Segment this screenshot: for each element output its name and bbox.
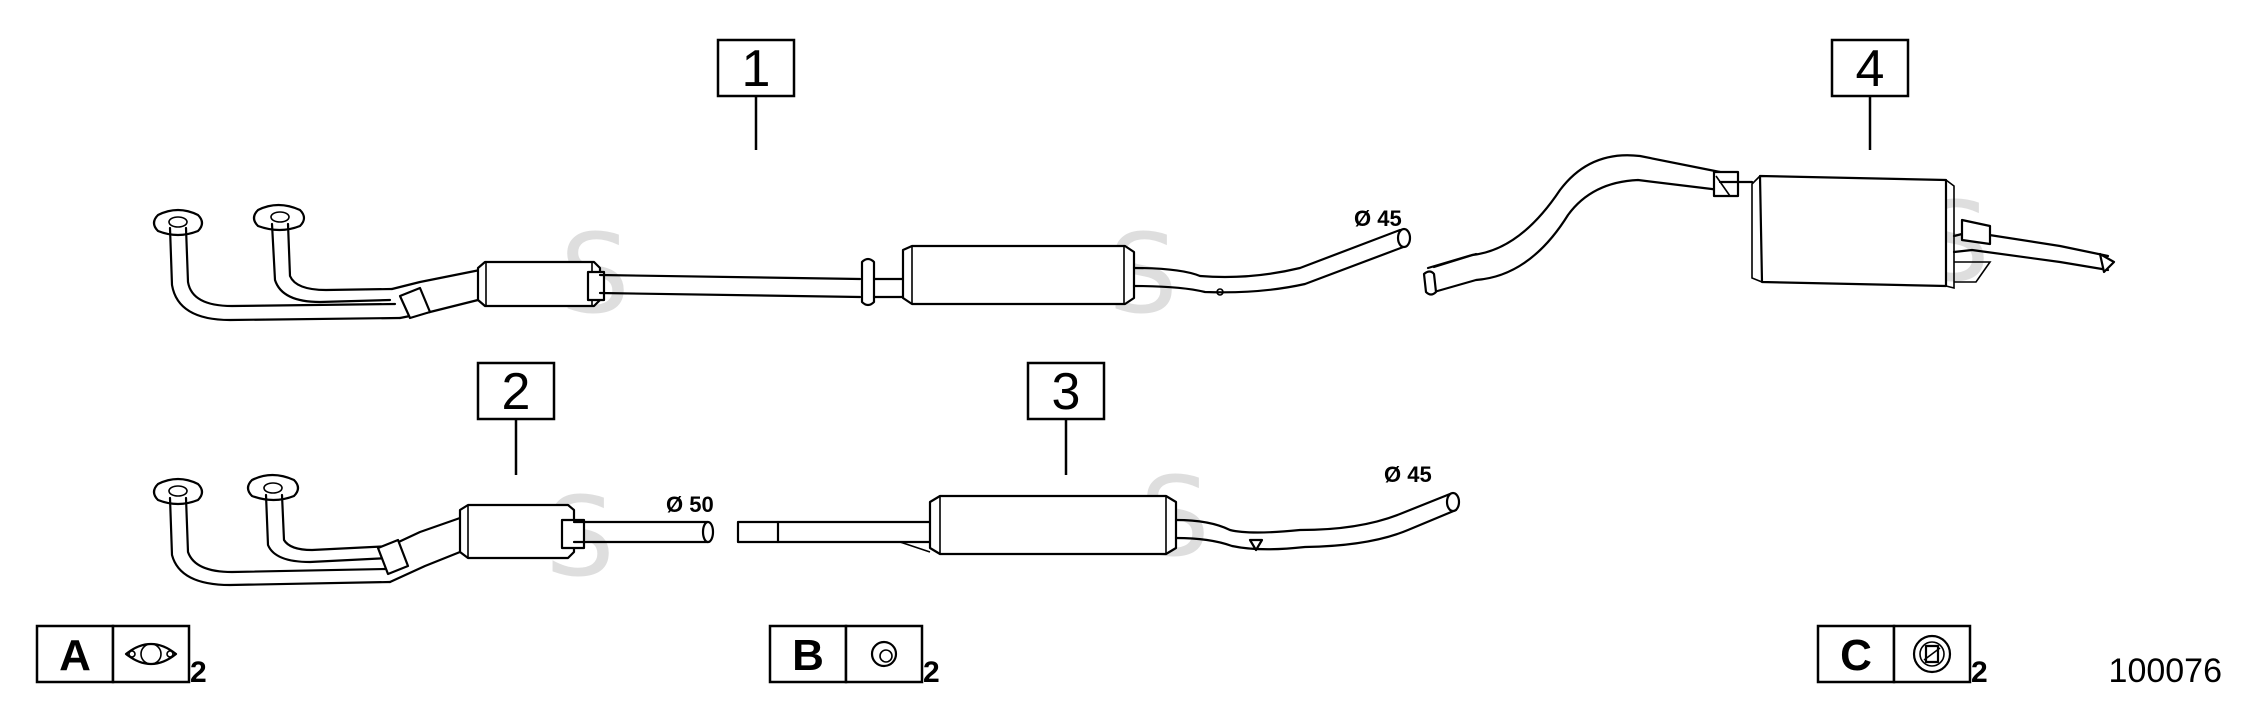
callout-4[interactable]: 4 — [1830, 38, 1910, 150]
legend-a-quantity: 2 — [190, 656, 207, 689]
legend-c-letter: C — [1840, 631, 1872, 680]
part-1-exhaust-system[interactable]: Ø 45 — [152, 203, 1412, 322]
manifold-flange — [152, 477, 204, 506]
part-2-front-pipe[interactable]: Ø 50 — [152, 473, 715, 587]
legend-a-letter: A — [59, 631, 91, 680]
part-4-rear-silencer[interactable] — [1422, 154, 2116, 296]
callout-1[interactable]: 1 — [716, 38, 796, 150]
part-3-middle-silencer[interactable]: Ø 45 — [736, 462, 1461, 556]
callout-3-label: 3 — [1052, 363, 1081, 421]
reference-number: 100076 — [2109, 652, 2222, 690]
manifold-flange — [246, 473, 300, 502]
callout-2[interactable]: 2 — [476, 361, 556, 475]
legend-b[interactable]: B 2 — [768, 624, 940, 689]
legend-c[interactable]: C 2 — [1816, 624, 1988, 689]
flange-gasket-icon — [124, 642, 178, 666]
callout-2-label: 2 — [502, 363, 531, 421]
callout-3[interactable]: 3 — [1026, 361, 1106, 475]
diameter-label-part-1: Ø 45 — [1354, 206, 1402, 231]
callout-4-label: 4 — [1856, 40, 1885, 98]
diameter-label-part-2: Ø 50 — [666, 492, 714, 517]
manifold-flange — [252, 203, 306, 232]
legend-a[interactable]: A 2 — [35, 624, 207, 689]
callout-1-label: 1 — [742, 40, 771, 98]
legend-c-quantity: 2 — [1971, 656, 1988, 689]
legend-b-quantity: 2 — [923, 656, 940, 689]
manifold-flange — [152, 208, 204, 237]
diameter-label-part-3: Ø 45 — [1384, 462, 1432, 487]
sealing-ring-icon — [870, 640, 898, 668]
rubber-mount-icon — [1912, 634, 1952, 674]
legend-b-letter: B — [792, 631, 824, 680]
